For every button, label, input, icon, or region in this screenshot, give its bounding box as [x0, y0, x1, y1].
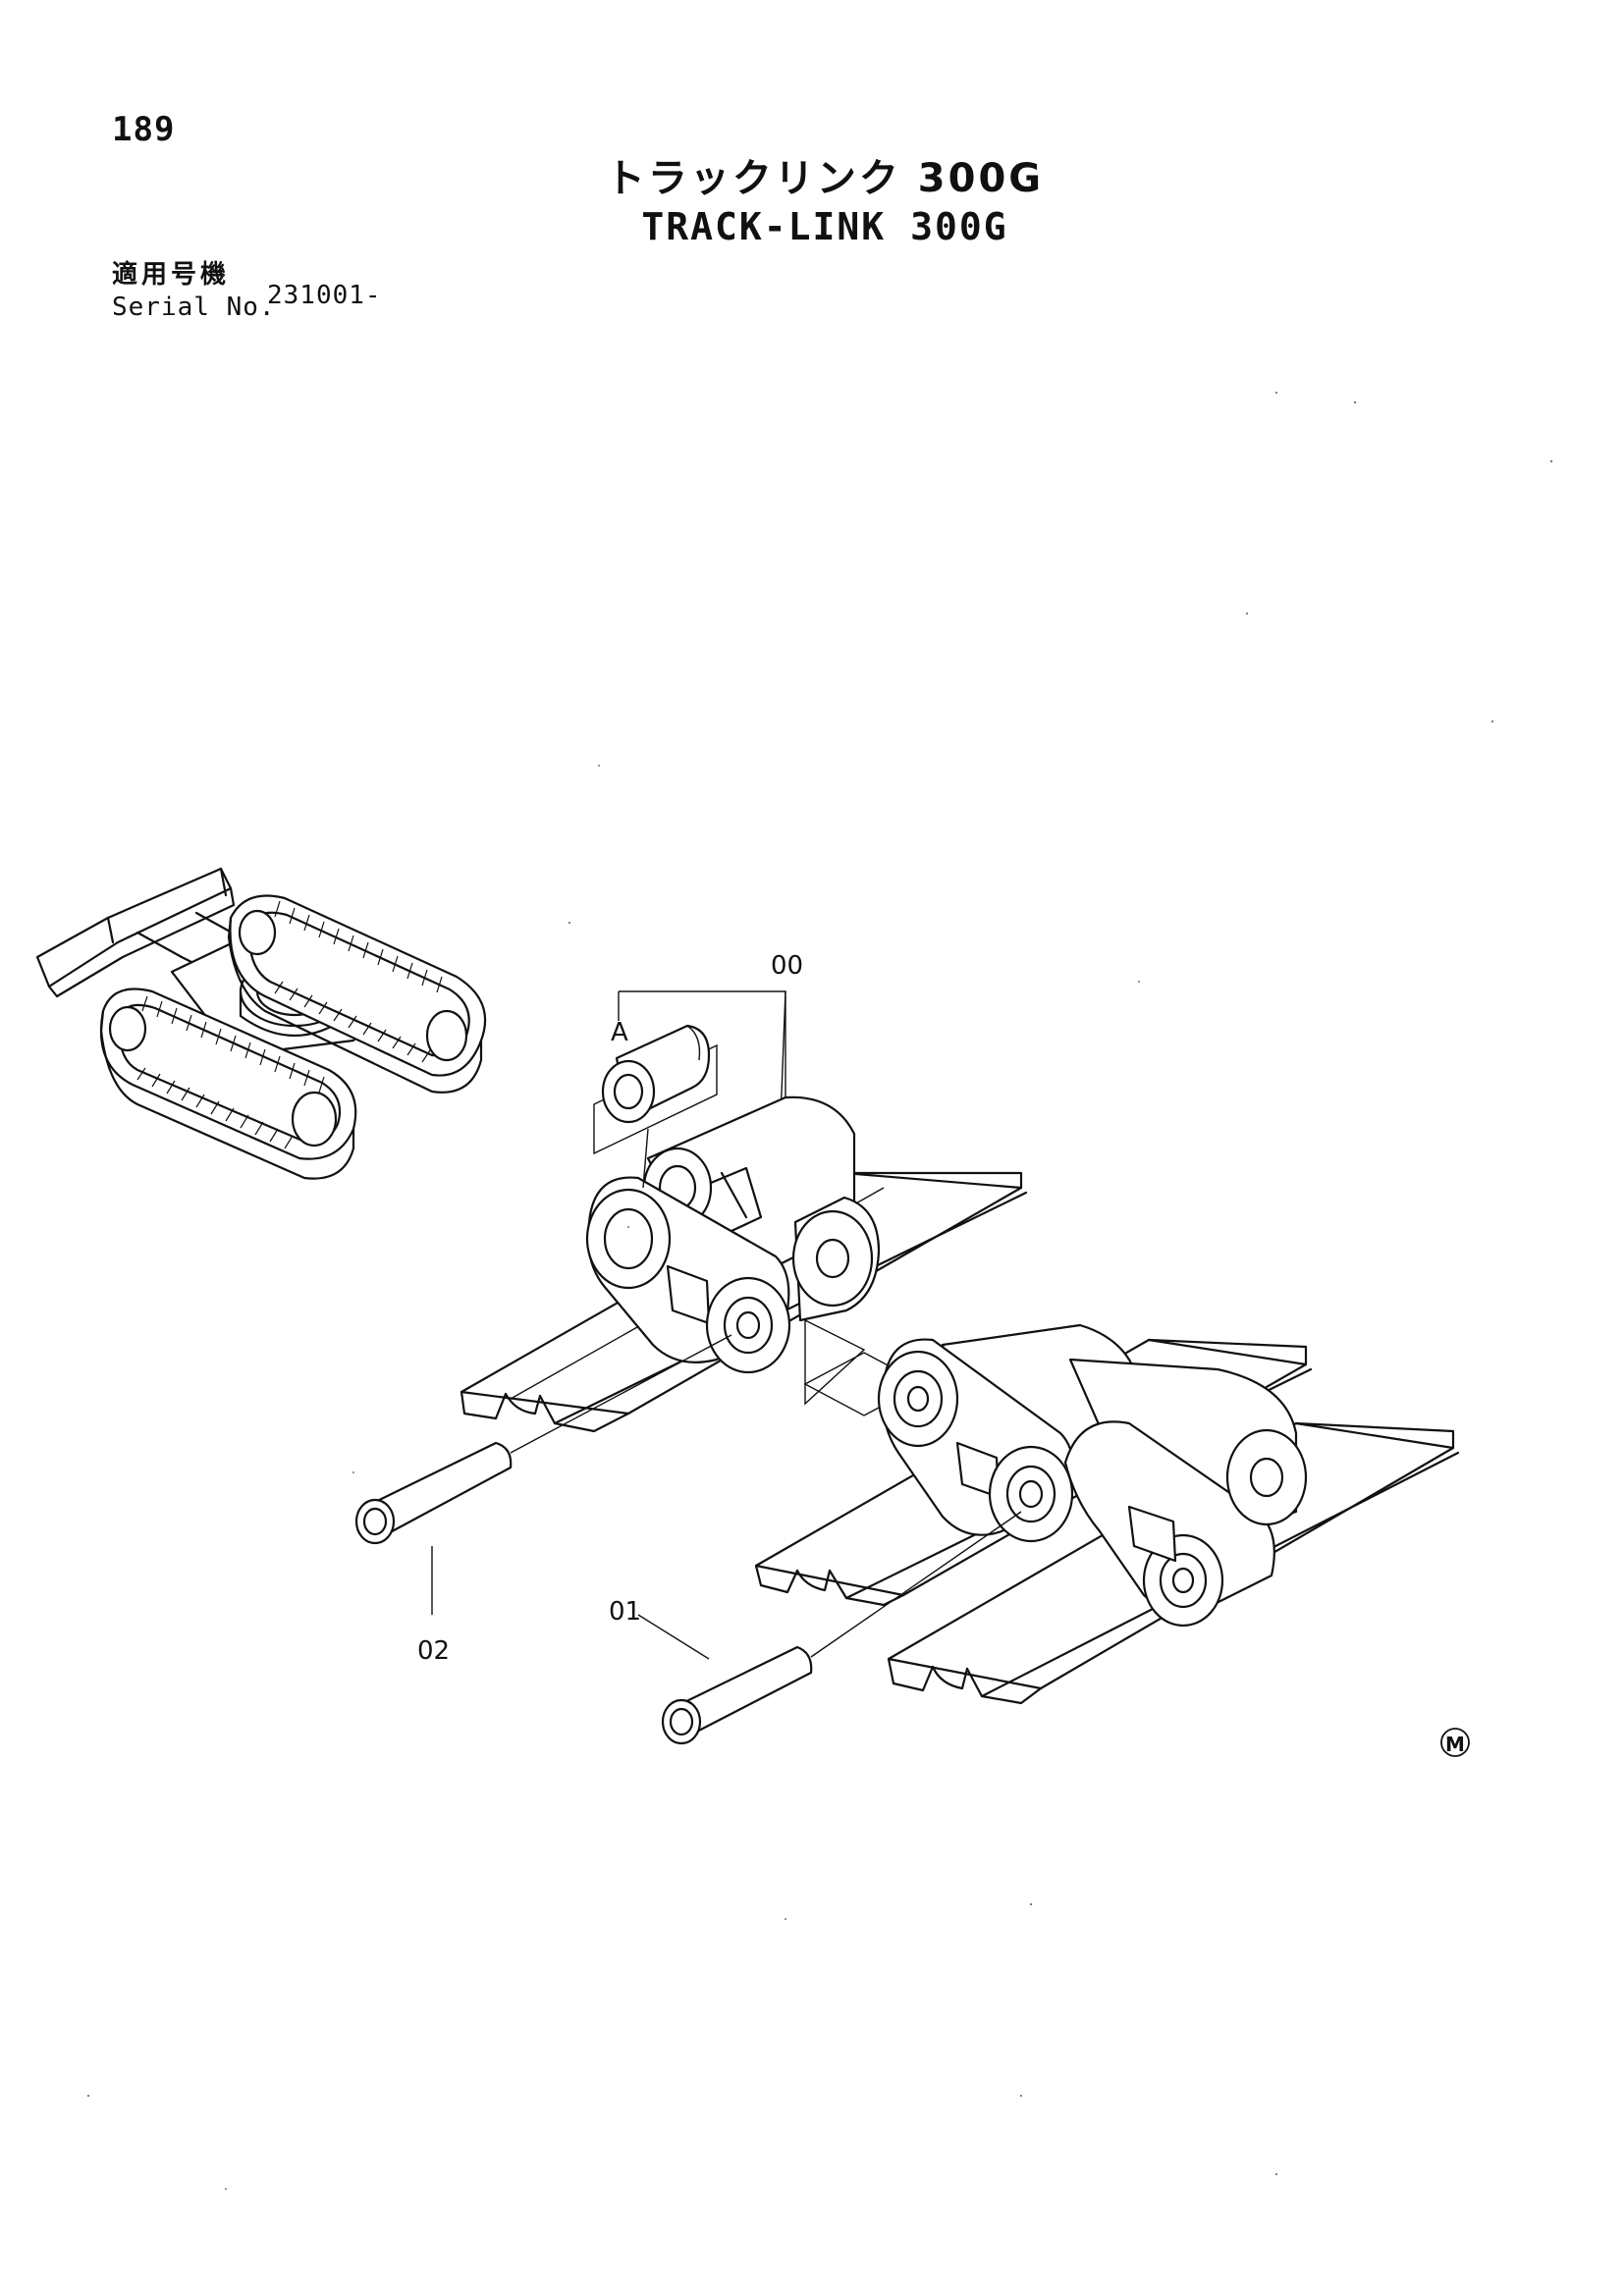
- callout-master-pin-label: 01: [609, 1597, 641, 1627]
- scan-specks: [86, 391, 1553, 2190]
- callout-pin-label: 02: [417, 1636, 450, 1666]
- applicability-label-english: Serial No.: [112, 293, 276, 322]
- master-pin-part: [637, 1511, 1022, 1745]
- page-number: 189: [112, 110, 176, 149]
- applicability-label-japanese: 適用号機: [112, 260, 231, 290]
- callout-assembly-label: 00: [771, 951, 803, 981]
- page-title: トラックリンク 300G TRACK-LINK 300G: [550, 155, 1100, 251]
- track-link-upper: [585, 1095, 881, 1406]
- bushing-part: A: [593, 1018, 718, 1155]
- pin-part: [354, 1334, 732, 1615]
- callout-detail-label: A: [611, 1018, 628, 1047]
- track-link-lower: [877, 1323, 1308, 1628]
- title-english: TRACK-LINK 300G: [641, 205, 1008, 248]
- applicability-label: 適用号機 Serial No.: [112, 259, 276, 324]
- serial-number-value: 231001-: [267, 281, 382, 310]
- m-mark: M: [1440, 1728, 1470, 1757]
- machine-overview-illustration: [35, 867, 487, 1180]
- title-japanese: トラックリンク 300G: [605, 156, 1045, 201]
- m-mark-label: M: [1445, 1733, 1465, 1756]
